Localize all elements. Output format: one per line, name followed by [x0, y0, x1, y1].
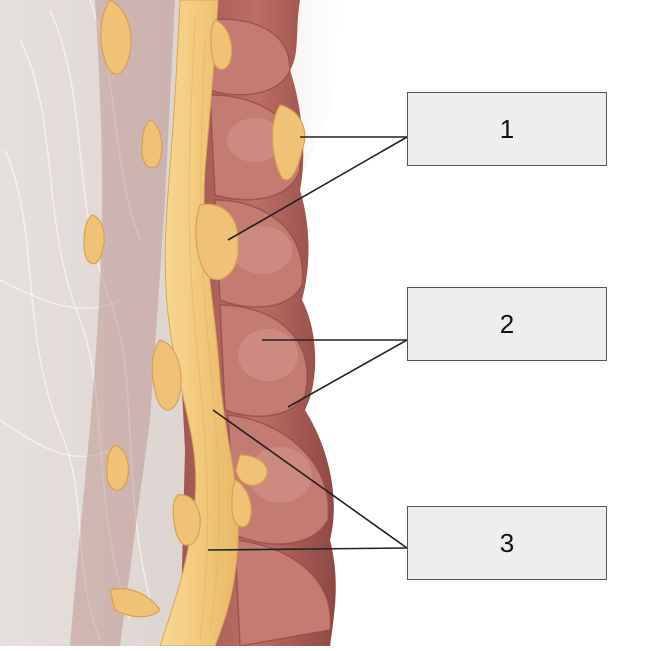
label-box-3: 3: [407, 506, 607, 580]
mesentery-fibers: [0, 0, 151, 641]
leader-lines: [207, 136, 408, 551]
leader-3b: [207, 547, 408, 551]
label-box-3-text: 3: [499, 527, 515, 558]
appendices-epiploicae: [83, 0, 306, 618]
label-box-2: 2: [407, 287, 607, 361]
taenia-fibers: [188, 19, 220, 641]
haustra-highlights: [227, 118, 312, 503]
label-box-1-text: 1: [499, 113, 515, 144]
label-box-1: 1: [407, 92, 607, 166]
leader-3a: [212, 409, 408, 549]
leader-1b: [227, 136, 408, 241]
label-box-2-text: 2: [499, 308, 515, 339]
leader-2b: [287, 339, 408, 408]
